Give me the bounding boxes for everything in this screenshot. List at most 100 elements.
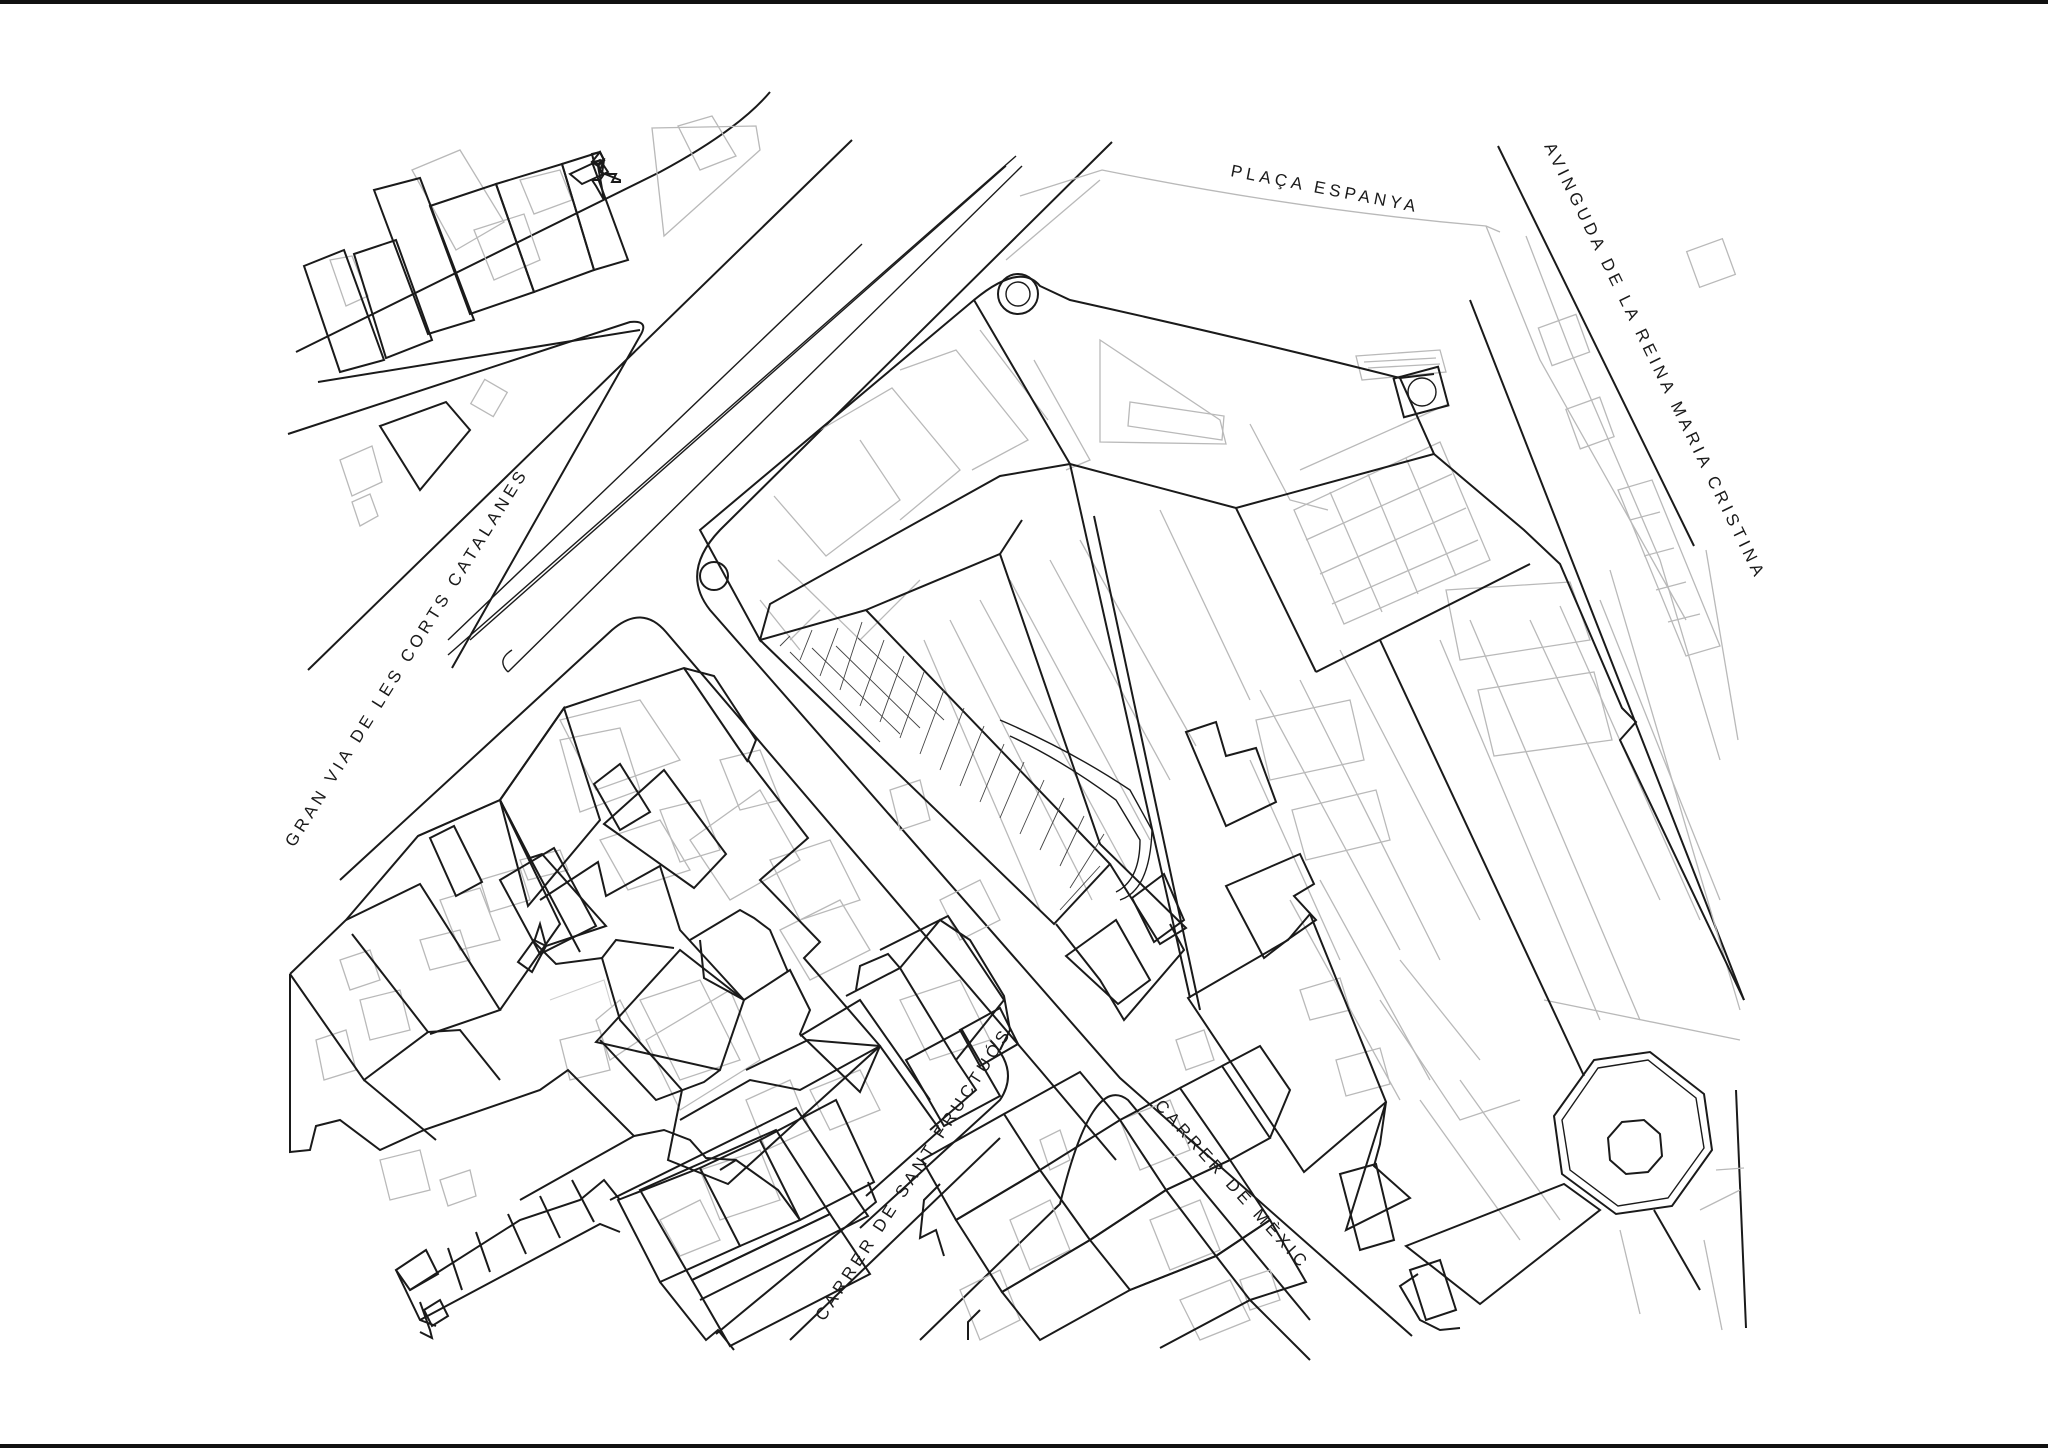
curb-line: [789, 1137, 1001, 1341]
inner-wall: [1379, 639, 1585, 1077]
courtyard: [339, 445, 383, 497]
kiosk: [1537, 313, 1591, 367]
courtyard: [411, 149, 505, 251]
building-block: [378, 400, 472, 492]
annex-room: [1477, 671, 1613, 757]
building-block: [417, 798, 562, 1011]
courtyard: [549, 979, 613, 1009]
bottom-frame-border: [0, 1444, 2048, 1448]
annex-room: [1299, 977, 1351, 1021]
courtyard-block: [599, 1039, 721, 1102]
building-block: [409, 1178, 621, 1291]
block-interiors: [315, 699, 1281, 1341]
building-block: [879, 914, 1006, 1061]
building-block: [419, 1301, 434, 1340]
building-block: [845, 966, 957, 1061]
entrance-curve: [999, 719, 1153, 901]
curb-line: [1653, 1209, 1701, 1291]
building-block: [428, 824, 484, 898]
curb-line: [287, 320, 645, 669]
curb-line: [1469, 299, 1745, 1001]
building-block: [568, 158, 610, 186]
curb-line: [919, 1094, 1311, 1341]
building-block: [363, 1068, 636, 1201]
plaza-edge: [1543, 999, 1741, 1041]
context-footprints: [315, 115, 1745, 1341]
plaza-edge: [1019, 169, 1501, 233]
building-block: [1129, 1254, 1252, 1349]
building-block: [954, 1168, 1092, 1294]
annex-room: [1255, 699, 1365, 781]
octagon-pavilion: [1561, 1059, 1705, 1207]
building-block: [602, 768, 728, 890]
street-curbs: [287, 91, 1747, 1341]
building-block: [1186, 912, 1388, 1174]
building-block: [745, 1038, 881, 1071]
main-site-block: [1069, 377, 1436, 510]
building-block: [1224, 852, 1318, 960]
courtyard-block: [689, 908, 789, 973]
courtyard: [519, 169, 573, 215]
plaza-edge: [1715, 1167, 1745, 1171]
curb-line: [339, 616, 1117, 1161]
entrance-ramp: [1130, 872, 1186, 944]
building-block: [929, 1059, 978, 1131]
plaza-edge: [1485, 225, 1687, 621]
street-label-carrer-sant-fructuos: CARRER DE SANT FRUCTUÓS: [811, 1024, 1015, 1324]
plaza-edge: [1525, 235, 1721, 761]
building-block: [498, 705, 602, 909]
building-block: [498, 666, 882, 1186]
tower-rotunda: [1005, 281, 1031, 307]
annex-room: [1445, 581, 1591, 661]
building-block: [918, 1183, 945, 1257]
building-block: [289, 974, 437, 1154]
building-block: [958, 1006, 1020, 1068]
curb-line: [1497, 145, 1695, 547]
interior-wall: [1099, 338, 1227, 445]
courtyard: [351, 493, 379, 527]
building-block: [699, 1138, 802, 1247]
building-block: [1215, 1218, 1308, 1301]
curb-line: [502, 649, 513, 673]
building-block: [447, 1179, 595, 1291]
stair-block: [1355, 349, 1447, 381]
plaza-edge: [1699, 1189, 1741, 1211]
building-block: [855, 952, 901, 991]
corner-rotunda: [699, 561, 729, 591]
building-block: [1003, 1070, 1121, 1121]
main-site-block: [999, 519, 1023, 555]
building-block: [498, 846, 598, 956]
curb-line: [696, 141, 1413, 1337]
building-block: [1184, 720, 1278, 828]
main-site-block: [1093, 515, 1201, 1011]
tram-track: [469, 165, 1007, 641]
kiosk: [1565, 396, 1615, 450]
building-block: [690, 1212, 872, 1348]
main-site-block: [973, 275, 1435, 380]
courtyard: [645, 989, 761, 1111]
hatched-building: [758, 608, 1112, 926]
building-block: [609, 1106, 870, 1301]
building-outlines: [289, 150, 1745, 1361]
building-block: [683, 667, 749, 763]
curb-line: [447, 243, 863, 641]
building-block: [352, 238, 434, 360]
interior-wall: [1033, 359, 1091, 471]
building-block: [759, 1098, 876, 1221]
courtyard: [559, 727, 641, 813]
entrance-ramp: [1064, 918, 1152, 1006]
building-block: [560, 150, 630, 272]
curb-line: [1735, 1089, 1747, 1329]
building-block: [596, 157, 621, 183]
inner-wall: [1315, 563, 1531, 673]
building-block: [1179, 1064, 1272, 1161]
octagon-core: [1606, 1118, 1664, 1176]
main-site-block: [1055, 923, 1186, 1022]
building-block: [590, 150, 606, 171]
building-block: [289, 933, 430, 1082]
building-block: [799, 998, 931, 1101]
kiosk: [1685, 237, 1737, 289]
building-block: [1249, 1299, 1311, 1361]
building-block: [592, 762, 652, 832]
